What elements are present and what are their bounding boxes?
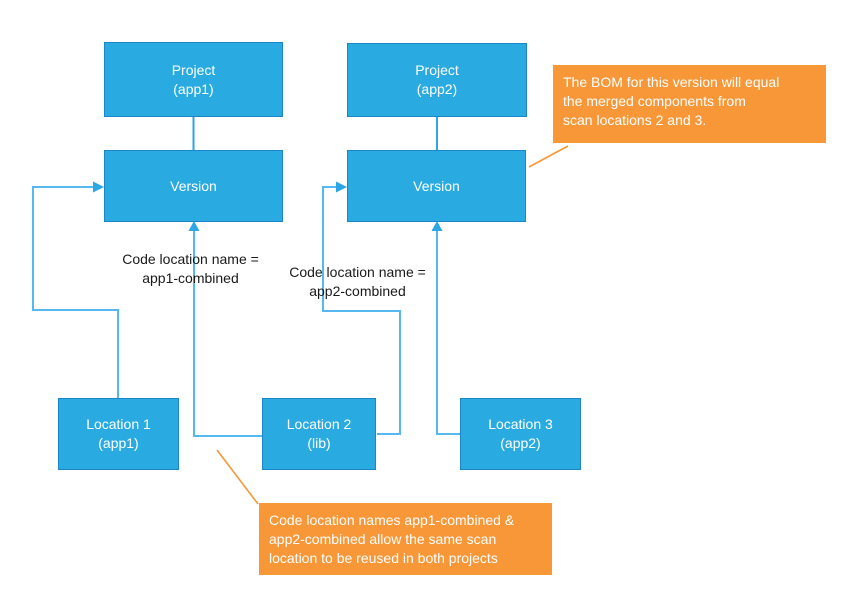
- bom-annotation-callout: The BOM for this version will equal the …: [553, 65, 826, 143]
- location-2-box: Location 2 (lib): [262, 398, 376, 470]
- arrowhead-into-version-app1-left: [93, 181, 104, 193]
- arrowhead-into-version-app1-bottom: [188, 221, 200, 231]
- leader-line-reuse-callout: [216, 449, 259, 505]
- code-location-name-app2-label: Code location name = app2-combined: [289, 264, 426, 299]
- version-app1-label: Version: [170, 177, 217, 194]
- code-location-name-app1-label: Code location name = app1-combined: [122, 251, 259, 286]
- version-app2-box: Version: [347, 150, 526, 222]
- edge-location3-to-version-app2: [436, 230, 460, 435]
- version-app2-label: Version: [413, 177, 460, 194]
- arrowhead-into-version-app2-bottom: [431, 221, 443, 231]
- location-3-box: Location 3 (app2): [460, 398, 581, 470]
- version-app1-box: Version: [104, 150, 283, 222]
- location-2-label: Location 2 (lib): [286, 416, 352, 451]
- location-1-label: Location 1 (app1): [86, 416, 151, 451]
- project-app2-box: Project (app2): [347, 43, 527, 117]
- edge-location1-to-version-app1: [32, 186, 119, 398]
- edge-location2-to-version-app2: [322, 186, 401, 435]
- location-3-label: Location 3 (app2): [488, 416, 553, 451]
- edge-location2-to-version-app1: [193, 230, 262, 437]
- location-1-box: Location 1 (app1): [58, 398, 179, 470]
- arrowhead-into-version-app2-left: [336, 181, 347, 193]
- project-app1-label: Project (app1): [171, 61, 216, 97]
- reuse-annotation-callout: Code location names app1-combined & app2…: [259, 503, 552, 575]
- project-app2-label: Project (app2): [415, 62, 459, 97]
- project-app1-box: Project (app1): [104, 42, 283, 117]
- leader-line-bom-callout: [528, 145, 569, 168]
